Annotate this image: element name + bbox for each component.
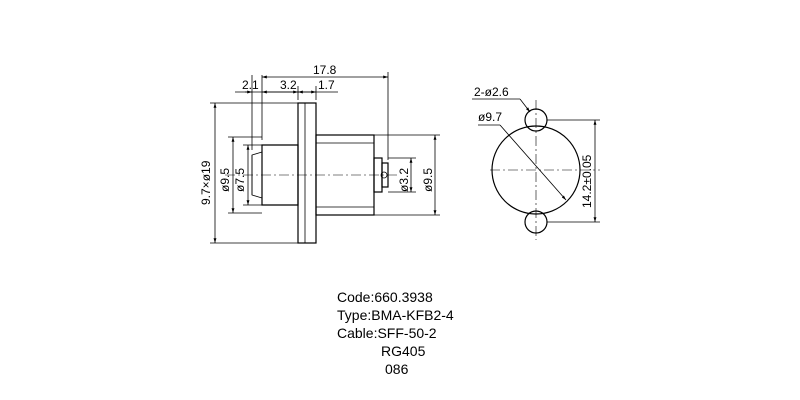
dim-pin-dia: ø3.2 <box>397 168 411 192</box>
dim-d1: 2.1 <box>242 78 259 92</box>
side-view: 17.8 2.1 3.2 1.7 9.7×ø19 ø9.5 ø7.5 ø3.2 … <box>199 63 440 244</box>
body-circle <box>491 125 581 215</box>
part-cable-alt1: RG405 <box>381 343 426 359</box>
part-code: Code:660.3938 <box>337 289 433 305</box>
part-type: Type:BMA-KFB2-4 <box>337 307 454 323</box>
dim-inner-dia: ø7.5 <box>233 168 247 192</box>
dim-flange: 9.7×ø19 <box>199 160 213 205</box>
dim-body-dia: ø9.5 <box>218 168 232 192</box>
part-cable-alt2: 086 <box>385 361 409 377</box>
dim-d3: 1.7 <box>318 78 335 92</box>
dim-rear-dia: ø9.5 <box>421 168 435 192</box>
dim-hole-spacing: 14.2±0.05 <box>580 154 594 208</box>
front-view: ø9.7 2-ø2.6 14.2±0.05 <box>472 85 600 240</box>
dim-overall-length: 17.8 <box>313 63 337 77</box>
part-cable: Cable:SFF-50-2 <box>337 325 437 341</box>
pin-end <box>381 162 389 188</box>
part-info: Code:660.3938 Type:BMA-KFB2-4 Cable:SFF-… <box>337 288 454 378</box>
dim-d2: 3.2 <box>280 78 297 92</box>
dim-front-body-dia: ø9.7 <box>478 110 502 124</box>
flange <box>297 102 317 244</box>
dim-holes: 2-ø2.6 <box>474 85 509 99</box>
